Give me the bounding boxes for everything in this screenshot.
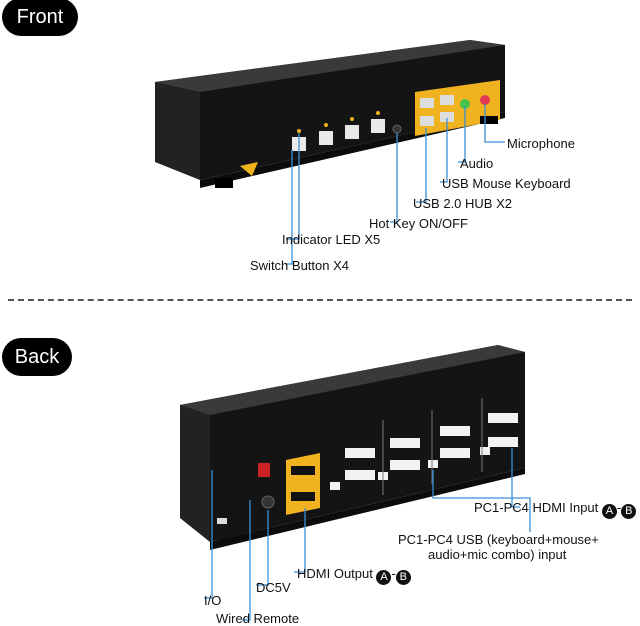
label-io: I/O [204,593,222,608]
label-dc5v: DC5V [256,580,291,595]
front-title: Front [2,0,78,36]
label-pc-usb-line1: PC1-PC4 USB (keyboard+mouse+ [398,532,599,547]
label-pc-usb-line2: audio+mic combo) input [428,547,567,562]
label-wired-remote: Wired Remote [216,611,300,626]
label-usb-hub: USB 2.0 HUB X2 [413,196,512,211]
label-usb-mouse-keyboard: USB Mouse Keyboard [442,176,571,191]
badge-b-icon: B [395,570,411,585]
label-microphone: Microphone [507,136,575,151]
label-hdmi-output: HDMI Output A-B [297,566,411,585]
back-leader-lines [204,448,531,621]
front-leader-lines [285,104,505,265]
badge-a-icon: A [601,504,617,519]
badge-a-icon: A [376,570,392,585]
label-pc-hdmi-input: PC1-PC4 HDMI Input A-B [474,500,637,519]
back-title: Back [2,338,72,376]
front-kvm-device [155,40,505,188]
label-hdmi-output-text: HDMI Output [297,566,373,581]
label-switch-button: Switch Button X4 [250,258,349,273]
badge-b-icon: B [621,504,637,519]
section-divider [8,299,632,301]
label-hot-key: Hot Key ON/OFF [369,216,468,231]
label-pc-hdmi-input-text: PC1-PC4 HDMI Input [474,500,599,515]
label-audio: Audio [460,156,494,171]
back-kvm-device [180,345,525,550]
label-indicator-led: Indicator LED X5 [282,232,381,247]
